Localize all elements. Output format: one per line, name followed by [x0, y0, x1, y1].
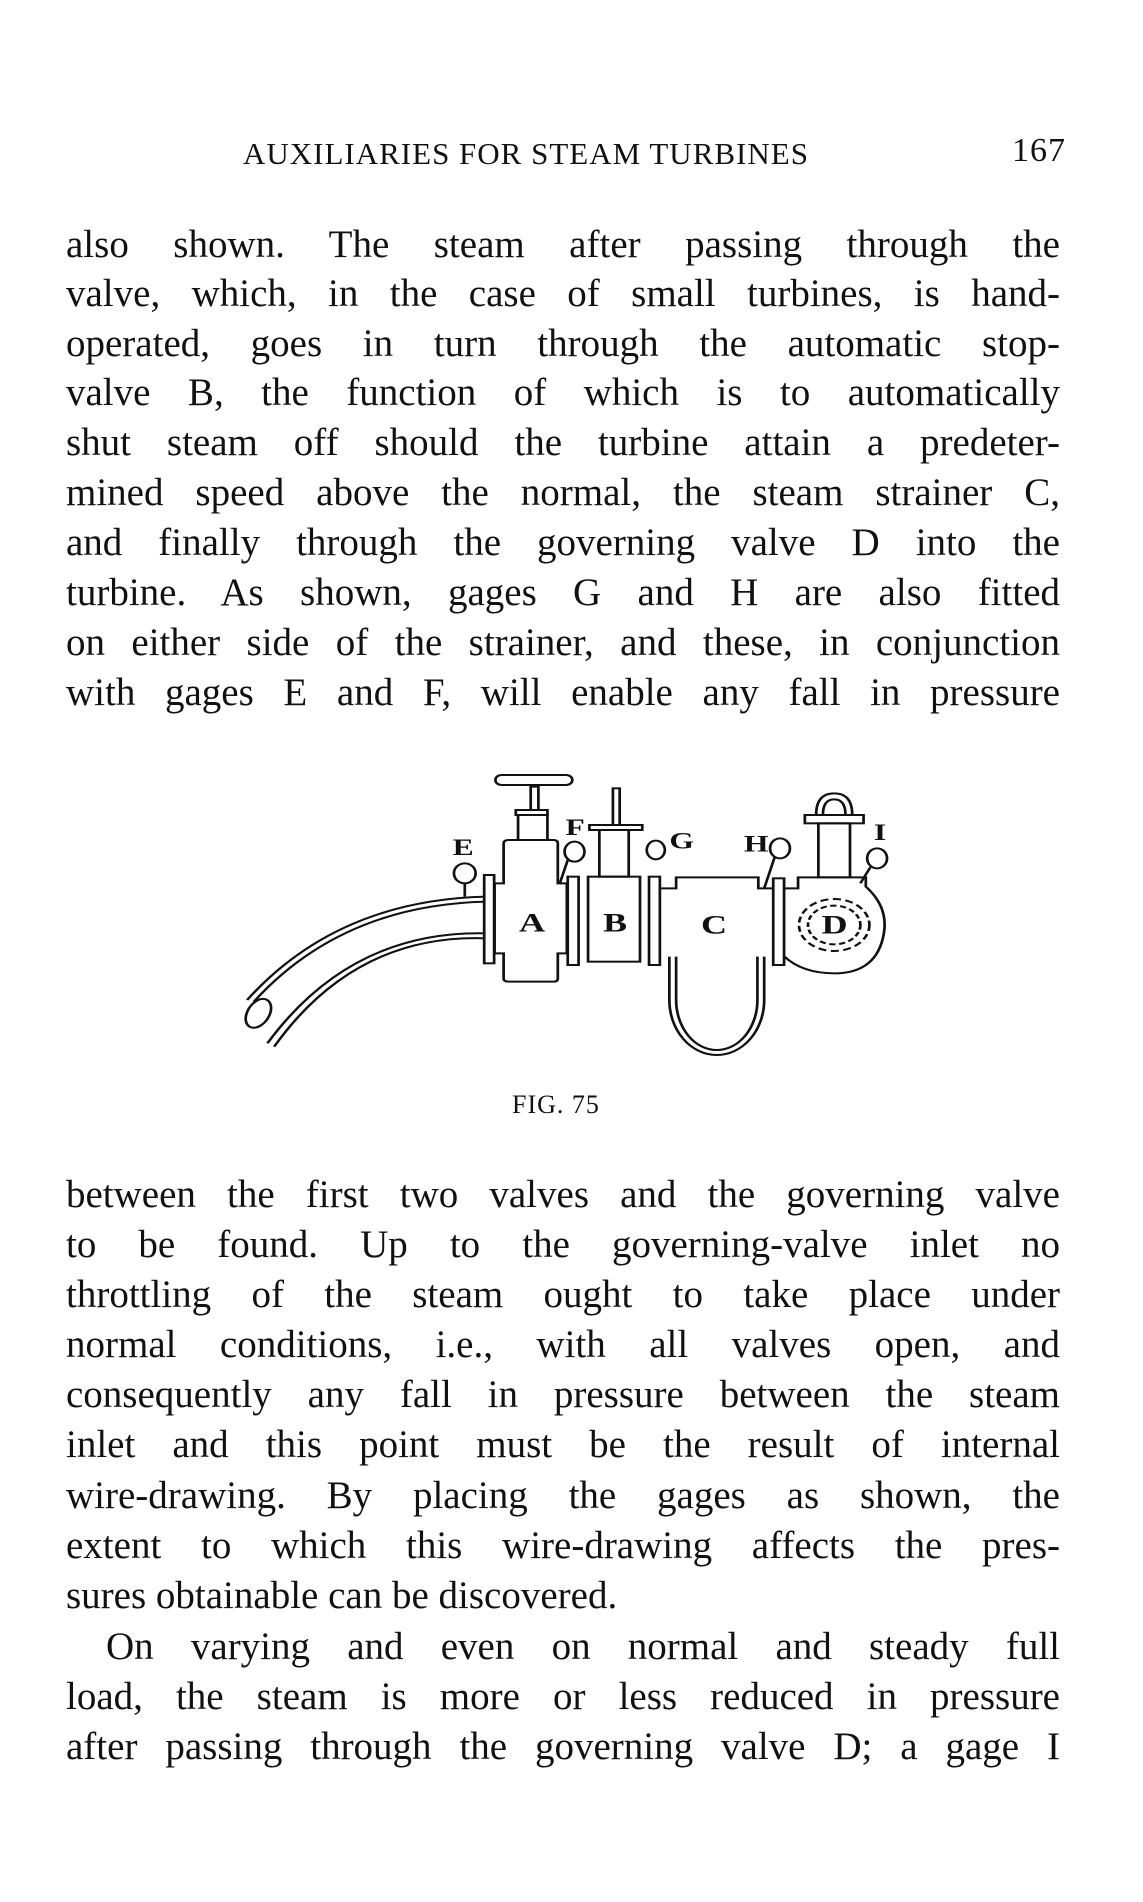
stop-valve-b — [586, 787, 644, 963]
label-i: I — [874, 820, 886, 846]
pressure-gages — [452, 837, 889, 897]
text-line: throttling of the steam ought to take pl… — [66, 1273, 1060, 1316]
text-line: normal conditions, i.e., with all valves… — [66, 1323, 1060, 1366]
figure-caption: FIG. 75 — [512, 1090, 600, 1119]
text-line: consequently any fall in pressure betwee… — [66, 1373, 1060, 1416]
text-line: load, the steam is more or less reduced … — [66, 1675, 1060, 1718]
text-line: extent to which this wire-drawing affect… — [66, 1524, 1060, 1567]
flange — [647, 875, 662, 966]
text-line: inlet and this point must be the result … — [66, 1423, 1060, 1466]
text-line: after passing through the governing valv… — [66, 1725, 1060, 1768]
governing-valve-d — [783, 792, 886, 975]
text-line: sures obtainable can be discovered. — [66, 1574, 618, 1617]
text-line: turbine. As shown, gages G and H are als… — [66, 571, 1060, 614]
text-line: also shown. The steam after passing thro… — [66, 223, 1060, 266]
text-line: On varying and even on normal and steady… — [106, 1625, 1060, 1668]
text-line: operated, goes in turn through the autom… — [66, 322, 1060, 365]
page-number: 167 — [1012, 132, 1066, 169]
text-line: on either side of the strainer, and thes… — [66, 621, 1060, 664]
text-line: with gages E and F, will enable any fall… — [66, 671, 1060, 714]
flange — [771, 877, 786, 966]
text-line: between the first two valves and the gov… — [66, 1173, 1060, 1216]
inlet-pipe — [244, 895, 487, 1048]
label-b: B — [603, 908, 627, 937]
label-d: D — [822, 910, 848, 939]
flange — [566, 875, 580, 966]
label-g: G — [669, 828, 694, 854]
flange — [482, 874, 496, 965]
text-line: to be found. Up to the governing-valve i… — [66, 1223, 1060, 1266]
label-f: F — [565, 815, 584, 841]
strainer-c — [660, 876, 774, 1056]
running-title: AUXILIARIES FOR STEAM TURBINES — [243, 136, 809, 171]
text-line: wire-drawing. By placing the gages as sh… — [66, 1474, 1060, 1517]
text-line: valve, which, in the case of small turbi… — [66, 272, 1060, 315]
text-line: mined speed above the normal, the steam … — [66, 471, 1060, 514]
label-e: E — [453, 835, 474, 861]
text-line: and finally through the governing valve … — [66, 521, 1060, 564]
figure-steam-valve-diagram: E F G H I A B C D — [244, 774, 889, 1056]
text-line: shut steam off should the turbine attain… — [66, 421, 1060, 464]
label-c: C — [701, 910, 727, 939]
text-line: valve B, the function of which is to aut… — [66, 371, 1060, 414]
valve-a — [493, 774, 574, 983]
label-a: A — [519, 908, 545, 937]
label-h: H — [744, 832, 769, 858]
